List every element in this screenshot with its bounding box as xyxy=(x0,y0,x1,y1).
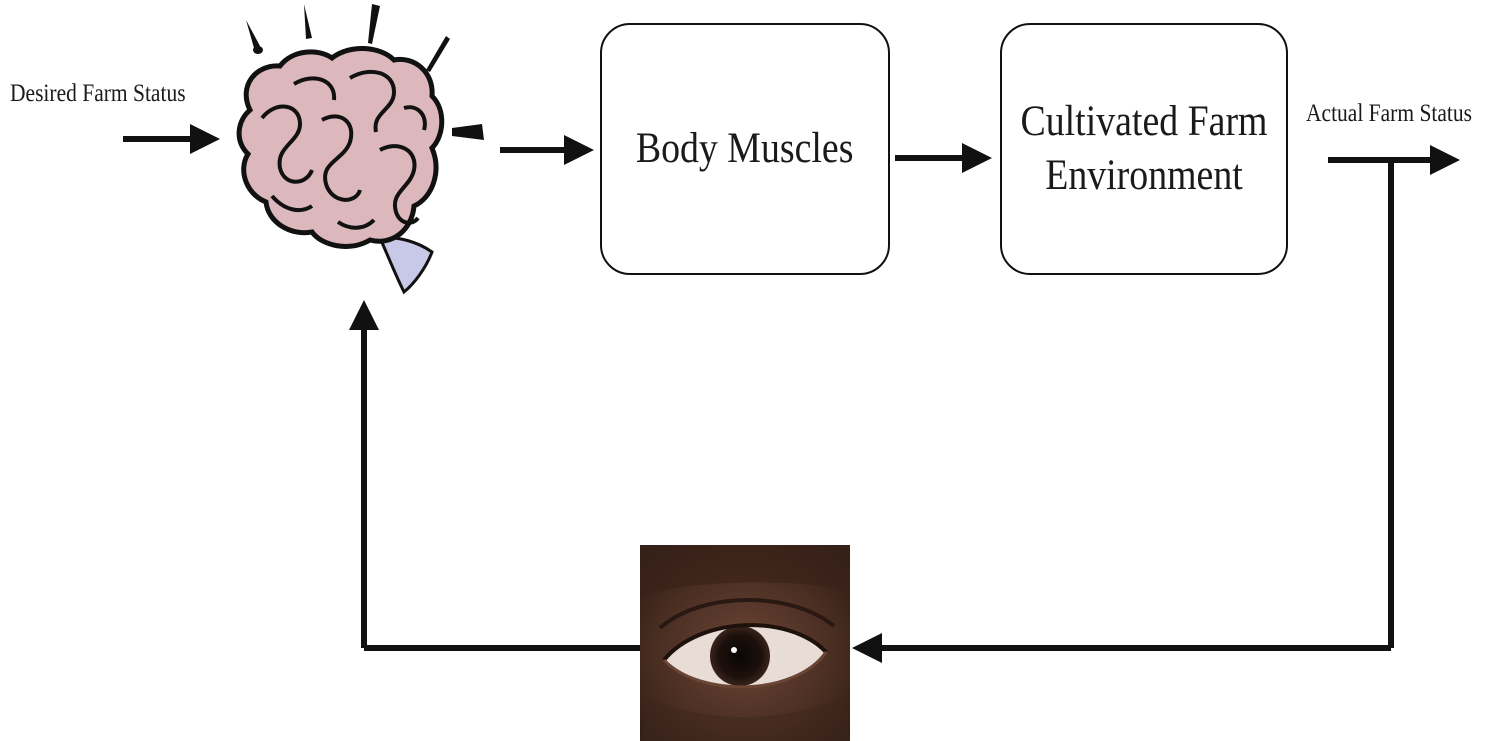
actuator-block: Body Muscles xyxy=(600,23,890,275)
eye-icon xyxy=(640,545,850,741)
plant-label: Cultivated Farm Environment xyxy=(1019,95,1269,203)
output-label: Actual Farm Status xyxy=(1306,100,1472,128)
input-label: Desired Farm Status xyxy=(10,80,186,108)
brain-icon xyxy=(239,4,484,292)
plant-block: Cultivated Farm Environment xyxy=(1000,23,1288,275)
actuator-label: Body Muscles xyxy=(636,122,854,176)
